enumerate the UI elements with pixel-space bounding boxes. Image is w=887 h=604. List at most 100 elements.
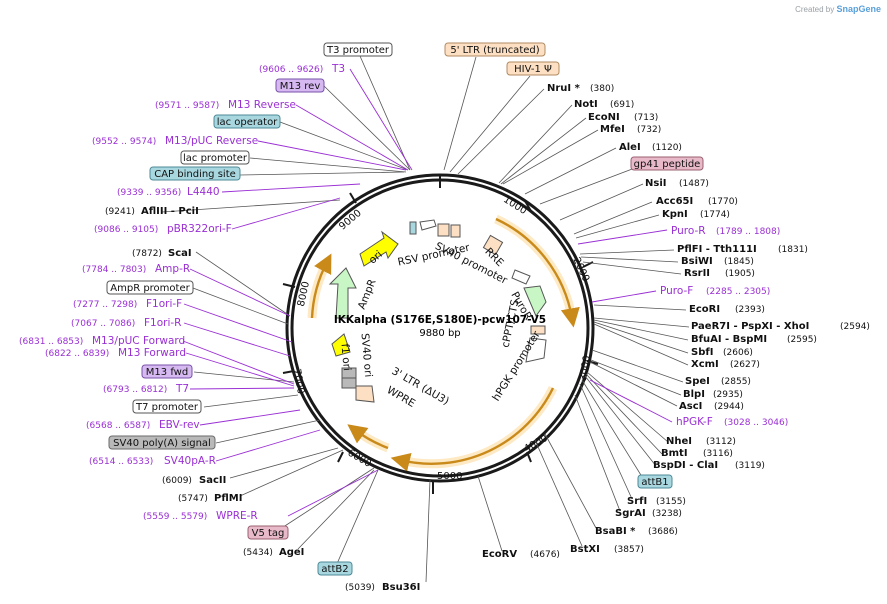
primer-labels: T3 (9606 .. 9626) M13 Reverse (9571 .. 9… (19, 63, 788, 522)
site-srfi-pos: (3155) (656, 497, 686, 507)
site-scai: ScaI (168, 248, 192, 259)
site-nhei-pos: (3112) (706, 437, 736, 447)
feature-puror-arrow (523, 285, 547, 318)
feature-label-ampr: AmpR (356, 278, 379, 312)
arc-puror-core (495, 217, 580, 328)
site-noti: NotI (574, 99, 598, 110)
site-bmti-pos: (3116) (703, 449, 733, 459)
feature-ltr5-block (437, 223, 450, 237)
plasmid-name: IKKalpha (S176E,S180E)-pcw107-V5 (334, 314, 546, 326)
plasmid-size: 9880 bp (419, 328, 460, 339)
feature-label-hpgk-promoter: hPGK promoter (490, 328, 543, 403)
inner-features (328, 219, 547, 403)
primer-puro-r-pos: (1789 .. 1808) (716, 227, 780, 237)
primer-sv40pa-r: SV40pA-R (164, 455, 216, 467)
site-bsabi-pos: (3686) (648, 527, 678, 537)
primer-t3-pos: (9606 .. 9626) (259, 65, 323, 75)
label-lac-promoter: lac promoter (183, 153, 248, 164)
site-bsiwi-pos: (1845) (724, 257, 754, 267)
tick-7000: 7000 (291, 368, 306, 395)
primer-t3: T3 (331, 63, 345, 75)
site-sgrai: SgrAI (615, 508, 646, 519)
site-xcmi: XcmI (691, 359, 719, 370)
site-pflmi: PflMI (214, 493, 242, 504)
primer-amp-r: Amp-R (155, 263, 190, 275)
site-blpi: BlpI (683, 389, 705, 400)
label-attb1: attB1 (641, 477, 668, 488)
site-nsii: NsiI (645, 178, 666, 189)
site-srfi: SrfI (627, 496, 647, 507)
site-afliii-pcii: AflIII - PciI (141, 206, 199, 217)
site-bsiwi: BsiWI (681, 256, 713, 267)
primer-sv40pa-r-pos: (6514 .. 6533) (89, 457, 153, 467)
primer-puro-f: Puro-F (660, 285, 693, 297)
tick-5000: 5000 (437, 471, 462, 482)
feature-ori-arrow (359, 230, 399, 267)
site-asci-pos: (2944) (714, 402, 744, 412)
site-acc65i-pos: (1770) (708, 197, 738, 207)
site-alei: AleI (619, 142, 641, 153)
restriction-sites: NruI * (380) NotI (691) EcoNI (713) MfeI… (105, 83, 870, 593)
tick-8000: 8000 (296, 280, 312, 307)
primer-f1ori-f-pos: (7277 .. 7298) (73, 300, 137, 310)
label-lac-operator: lac operator (217, 117, 278, 128)
site-bsabi: BsaBI * (595, 526, 636, 537)
site-ecorv: EcoRV (482, 549, 517, 560)
tick-4000: 4000 (522, 433, 550, 455)
site-sbfi-pos: (2606) (723, 348, 753, 358)
primer-hpgk-f: hPGK-F (676, 416, 713, 428)
arc-hpgk-core (390, 387, 555, 472)
primer-hpgk-f-pos: (3028 .. 3046) (724, 418, 788, 428)
primer-m13-puc-reverse: M13/pUC Reverse (165, 135, 258, 147)
site-ecorv-pos: (4676) (530, 550, 560, 560)
primer-f1ori-r-pos: (7067 .. 7086) (71, 319, 135, 329)
label-cap-binding-site: CAP binding site (154, 169, 236, 180)
site-bspdi-clai: BspDI - ClaI (653, 460, 718, 471)
site-mfei: MfeI (600, 124, 625, 135)
primer-f1ori-f: F1ori-F (146, 298, 182, 310)
site-alei-pos: (1120) (652, 143, 682, 153)
site-paer7i-pspxi-xhoi-pos: (2594) (840, 322, 870, 332)
tick-2000: 2000 (570, 256, 591, 284)
primer-m13-forward-pos: (6822 .. 6839) (45, 349, 109, 359)
feature-rre-block (482, 234, 504, 256)
feature-label-f1-ori: f1 ori (338, 343, 352, 371)
site-pflfi-tth111i: PflFI - Tth111I (677, 244, 757, 255)
primer-m13-reverse-pos: (9571 .. 9587) (155, 101, 219, 111)
site-sacii-pos: (6009) (162, 476, 192, 486)
feature-arcs (307, 214, 580, 472)
site-agei: AgeI (279, 547, 304, 558)
primer-puro-f-pos: (2285 .. 2305) (706, 287, 770, 297)
arc-ampr (307, 259, 332, 319)
feature-ltr3-block (355, 385, 375, 403)
label-hiv1-psi: HIV-1 Ψ (514, 64, 552, 75)
primer-m13-puc-reverse-pos: (9552 .. 9574) (92, 137, 156, 147)
site-econi-pos: (713) (634, 113, 658, 123)
arc-ampr-core (310, 253, 332, 319)
site-blpi-pos: (2935) (713, 390, 743, 400)
primer-pbr322ori-f: pBR322ori-F (167, 223, 232, 235)
site-rsrii-pos: (1905) (725, 269, 755, 279)
site-ecori-pos: (2393) (735, 305, 765, 315)
site-sgrai-pos: (3238) (652, 509, 682, 519)
site-sbfi: SbfI (691, 347, 713, 358)
site-acc65i: Acc65I (656, 196, 693, 207)
site-bspdi-clai-pos: (3119) (735, 461, 765, 471)
feature-mcs-block (409, 221, 417, 235)
site-noti-pos: (691) (610, 100, 634, 110)
site-nrui-pos: (380) (590, 84, 614, 94)
credit-prefix: Created by (795, 5, 835, 14)
backbone-outer (285, 173, 595, 483)
primer-t7: T7 (175, 383, 189, 395)
snapgene-logo: SnapGene (836, 4, 881, 14)
primer-m13-forward: M13 Forward (118, 347, 186, 359)
site-nhei: NheI (666, 436, 692, 447)
feature-hpgk-arrow (525, 337, 547, 363)
primer-pbr322ori-f-pos: (9086 .. 9105) (94, 225, 158, 235)
site-bstxi: BstXI (570, 544, 600, 555)
site-scai-pos: (7872) (132, 249, 162, 259)
primer-ebv-rev-pos: (6568 .. 6587) (86, 421, 150, 431)
primer-leaders (182, 68, 673, 517)
feature-cppt-block (530, 325, 546, 335)
primer-wpre-r: WPRE-R (216, 510, 258, 522)
